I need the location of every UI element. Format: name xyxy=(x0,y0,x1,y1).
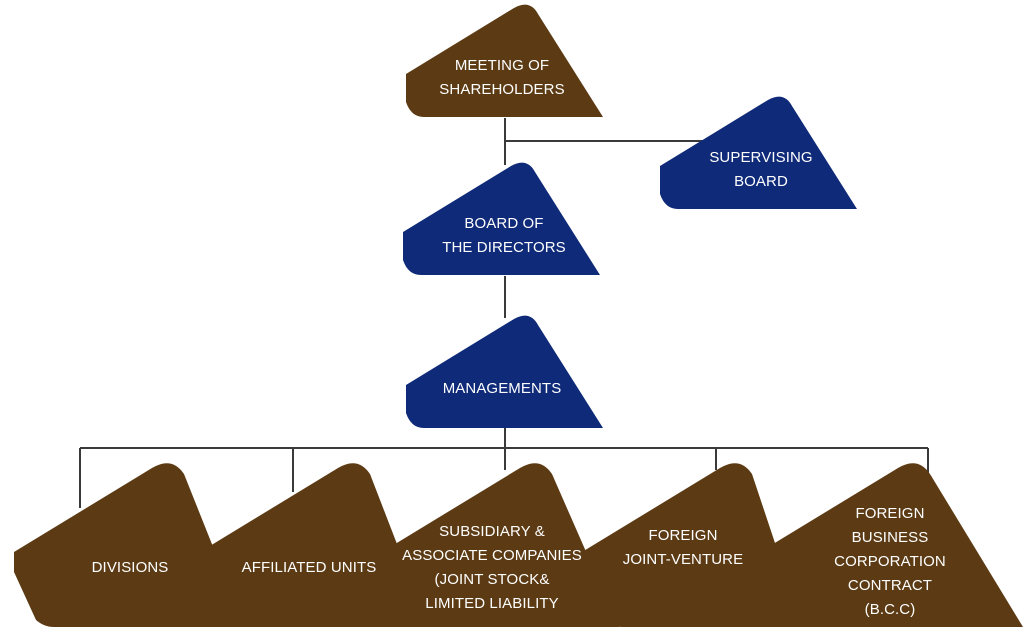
divisions-label: DIVISIONS xyxy=(91,559,169,576)
subsidiary-companies-label: SUBSIDIARY & ASSOCIATE COMPANIES (JOINT … xyxy=(402,523,582,612)
meeting-of-shareholders-label: MEETING OF SHAREHOLDERS xyxy=(439,57,565,98)
managements-label: MANAGEMENTS xyxy=(442,380,562,397)
node-supervising-board: SUPERVISING BOARD xyxy=(660,94,858,210)
board-of-directors-label: BOARD OF THE DIRECTORS xyxy=(442,215,566,256)
node-foreign-joint-venture: FOREIGN JOINT-VENTURE xyxy=(582,460,804,628)
node-managements: MANAGEMENTS xyxy=(406,313,604,429)
foreign-bcc-label: FOREIGN BUSINESS CORPORATION CONTRACT (B… xyxy=(834,505,946,618)
foreign-joint-venture-label: FOREIGN JOINT-VENTURE xyxy=(622,527,744,568)
node-board-of-directors: BOARD OF THE DIRECTORS xyxy=(403,160,601,276)
node-foreign-bcc: FOREIGN BUSINESS CORPORATION CONTRACT (B… xyxy=(760,460,1024,628)
node-meeting-of-shareholders: MEETING OF SHAREHOLDERS xyxy=(406,2,604,118)
node-divisions: DIVISIONS xyxy=(14,460,246,628)
supervising-board-label: SUPERVISING BOARD xyxy=(709,149,813,190)
node-affiliated-units: AFFILIATED UNITS xyxy=(200,460,430,628)
affiliated-units-label: AFFILIATED UNITS xyxy=(241,559,377,576)
node-subsidiary-companies: SUBSIDIARY & ASSOCIATE COMPANIES (JOINT … xyxy=(382,460,620,628)
